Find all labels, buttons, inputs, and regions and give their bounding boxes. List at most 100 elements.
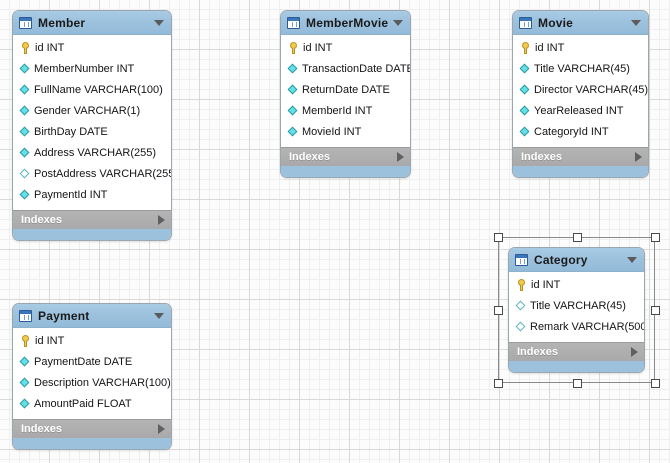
column-label: Description VARCHAR(100) [34,377,171,389]
table-header[interactable]: Movie [513,11,648,35]
column-row[interactable]: YearReleased INT [513,101,648,122]
column-label: Remark VARCHAR(500) [530,321,645,333]
indexes-label: Indexes [517,346,558,358]
diamond-icon [19,105,32,118]
column-row[interactable]: MemberNumber INT [13,59,171,80]
column-row[interactable]: Address VARCHAR(255) [13,143,171,164]
column-row[interactable]: Remark VARCHAR(500) [509,317,644,338]
table-node-member[interactable]: Member id INT MemberNumber INT FullName VAR… [12,10,172,241]
diamond-icon [19,84,32,97]
column-label: TransactionDate DATE [302,63,411,75]
indexes-section[interactable]: Indexes [513,147,648,166]
column-row[interactable]: Title VARCHAR(45) [509,296,644,317]
chevron-right-icon[interactable] [635,152,642,162]
indexes-label: Indexes [21,214,62,226]
diamond-icon [287,84,300,97]
chevron-down-icon[interactable] [627,256,637,263]
diamond-icon [19,126,32,139]
chevron-right-icon[interactable] [158,424,165,434]
diamond-icon [519,84,532,97]
column-row[interactable]: id INT [513,38,648,59]
table-header[interactable]: Category [509,248,644,272]
table-icon [19,309,32,322]
chevron-down-icon[interactable] [154,312,164,319]
chevron-down-icon[interactable] [393,19,403,26]
chevron-right-icon[interactable] [397,152,404,162]
resize-handle[interactable] [494,233,503,242]
table-header[interactable]: Member [13,11,171,35]
column-row[interactable]: PaymentId INT [13,185,171,206]
table-footer [281,166,410,177]
column-row[interactable]: Title VARCHAR(45) [513,59,648,80]
resize-handle[interactable] [651,306,660,315]
column-label: ReturnDate DATE [302,84,390,96]
column-list: id INT TransactionDate DATE ReturnDate DAT… [281,35,410,147]
column-row[interactable]: Director VARCHAR(45) [513,80,648,101]
table-title: Payment [38,308,90,323]
key-icon [19,335,32,348]
key-icon [519,42,532,55]
diamond-icon [19,356,32,369]
indexes-section[interactable]: Indexes [13,419,171,438]
key-icon [287,42,300,55]
column-row[interactable]: CategoryId INT [513,122,648,143]
chevron-right-icon[interactable] [158,215,165,225]
column-label: MemberId INT [302,105,373,117]
indexes-section[interactable]: Indexes [281,147,410,166]
column-label: YearReleased INT [534,105,624,117]
column-row[interactable]: id INT [509,275,644,296]
diamond-icon [519,126,532,139]
column-row[interactable]: TransactionDate DATE [281,59,410,80]
key-icon [515,279,528,292]
column-row[interactable]: id INT [281,38,410,59]
column-row[interactable]: Gender VARCHAR(1) [13,101,171,122]
table-node-movie[interactable]: Movie id INT Title VARCHAR(45) Director VAR… [512,10,649,178]
indexes-section[interactable]: Indexes [13,210,171,229]
resize-handle[interactable] [494,379,503,388]
column-row[interactable]: PaymentDate DATE [13,352,171,373]
column-row[interactable]: ReturnDate DATE [281,80,410,101]
chevron-right-icon[interactable] [631,347,638,357]
column-row[interactable]: AmountPaid FLOAT [13,394,171,415]
column-label: id INT [35,335,65,347]
column-label: Gender VARCHAR(1) [34,105,141,117]
diamond-icon [287,126,300,139]
chevron-down-icon[interactable] [154,19,164,26]
table-node-membermovie[interactable]: MemberMovie id INT TransactionDate DATE Ret… [280,10,411,178]
resize-handle[interactable] [572,233,582,242]
column-label: Title VARCHAR(45) [534,63,630,75]
column-row[interactable]: id INT [13,331,171,352]
table-footer [513,166,648,177]
resize-handle[interactable] [651,379,660,388]
indexes-section[interactable]: Indexes [509,342,644,361]
resize-handle[interactable] [651,233,660,242]
indexes-label: Indexes [21,423,62,435]
table-icon [519,16,532,29]
table-title: MemberMovie [306,15,389,30]
column-label: MovieId INT [302,126,362,138]
diamond-icon [287,105,300,118]
column-label: MemberNumber INT [34,63,135,75]
table-header[interactable]: MemberMovie [281,11,410,35]
column-row[interactable]: PostAddress VARCHAR(255) [13,164,171,185]
column-list: id INT Title VARCHAR(45) Director VARCHAR(… [513,35,648,147]
resize-handle[interactable] [572,379,582,388]
column-row[interactable]: BirthDay DATE [13,122,171,143]
column-label: BirthDay DATE [34,126,108,138]
column-row[interactable]: MemberId INT [281,101,410,122]
indexes-label: Indexes [521,151,562,163]
table-header[interactable]: Payment [13,304,171,328]
column-row[interactable]: id INT [13,38,171,59]
resize-handle[interactable] [494,306,503,315]
diamond-hollow-icon [19,168,32,181]
column-row[interactable]: MovieId INT [281,122,410,143]
table-node-payment[interactable]: Payment id INT PaymentDate DATE Description… [12,303,172,450]
column-row[interactable]: Description VARCHAR(100) [13,373,171,394]
chevron-down-icon[interactable] [631,19,641,26]
table-icon [19,16,32,29]
column-row[interactable]: FullName VARCHAR(100) [13,80,171,101]
diamond-hollow-icon [515,300,528,313]
diamond-icon [19,189,32,202]
